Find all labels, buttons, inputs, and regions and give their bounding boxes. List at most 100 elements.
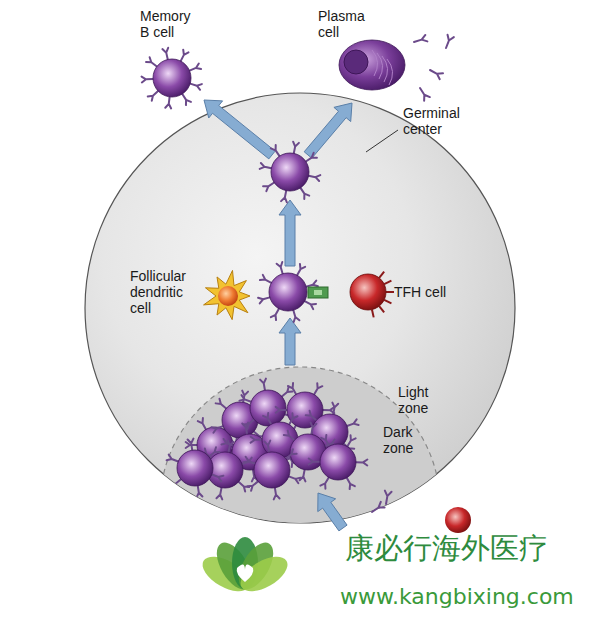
t-cell-receptor: [372, 310, 374, 318]
antibody: [260, 275, 271, 283]
cd40-contact: [314, 290, 322, 295]
antibody: [430, 70, 443, 79]
antibody: [228, 441, 234, 453]
cell-label: Memory B cell: [140, 8, 202, 40]
antibody: [274, 488, 280, 500]
antibody: [242, 458, 254, 464]
cell-label: Germinal center: [403, 105, 475, 137]
antibody: [263, 182, 274, 191]
antibody: [347, 419, 359, 426]
antibody: [293, 142, 299, 154]
flow-arrow: [279, 318, 301, 365]
antibody: [385, 491, 392, 504]
t-cell-receptor: [384, 281, 391, 284]
cell-label-box: Dark zone: [383, 424, 431, 458]
antibody: [288, 383, 296, 394]
b-cell: [254, 452, 290, 488]
tfh-cell: [350, 274, 386, 310]
b-cell: [269, 273, 307, 311]
antibody: [309, 175, 321, 181]
antibody: [181, 50, 189, 61]
antibody: [197, 486, 203, 498]
antibody: [209, 447, 220, 456]
b-cell: [153, 59, 191, 97]
antibody: [372, 502, 385, 512]
cd40-contact: [308, 287, 328, 298]
t-cell: [445, 507, 471, 533]
antibody: [142, 77, 153, 83]
endoplasmic-reticulum: [382, 56, 388, 82]
antibody: [271, 309, 279, 320]
antibody: [314, 383, 322, 394]
antibody: [216, 488, 222, 500]
antibody: [162, 48, 168, 60]
antibody: [260, 379, 266, 391]
antibody: [242, 423, 248, 435]
antibody: [306, 153, 317, 162]
flow-arrow: [304, 103, 352, 158]
logo-leaf: [235, 550, 293, 599]
antibody: [239, 395, 251, 402]
b-cell: [250, 390, 286, 426]
t-cell-receptor: [386, 291, 394, 293]
antibody: [167, 455, 179, 462]
t-cell-receptor: [379, 306, 384, 312]
antibody: [258, 297, 270, 303]
antibody: [286, 449, 297, 458]
cell-label: Follicular dendritic cell: [130, 268, 206, 316]
antibody: [284, 431, 295, 441]
flow-arrow: [279, 200, 301, 266]
leader-line: [366, 130, 398, 152]
antibody: [300, 470, 306, 482]
cell-label-box: Memory B cell: [140, 8, 202, 44]
antibody: [211, 426, 223, 433]
antibody: [347, 478, 355, 489]
nucleus: [344, 50, 368, 74]
antibody: [420, 88, 430, 101]
t-cell-receptor: [379, 272, 384, 278]
antibody: [293, 310, 299, 322]
zone-label: Light zone: [398, 384, 446, 416]
antibody: [289, 413, 297, 424]
flow-arrow: [318, 493, 347, 531]
endoplasmic-reticulum: [387, 59, 393, 85]
logo-heart: [237, 564, 254, 582]
antibody: [306, 281, 318, 287]
antibody: [446, 35, 454, 48]
antibody: [277, 262, 283, 274]
watermark: 康必行海外医疗: [345, 533, 610, 564]
cell-label-box: Plasma cell: [318, 8, 370, 44]
antibody: [148, 91, 158, 101]
antibody: [414, 35, 427, 42]
endoplasmic-reticulum: [377, 53, 383, 79]
antibody: [182, 94, 191, 105]
antibody: [356, 460, 367, 466]
antibody: [347, 435, 355, 446]
germinal-center-circle: [85, 93, 515, 523]
b-cell: [271, 153, 309, 191]
flow-arrow: [204, 100, 275, 159]
antibody: [170, 479, 181, 488]
antibody: [165, 97, 171, 109]
antibody: [190, 64, 202, 71]
cell-label: Dark zone: [383, 424, 431, 456]
antibody: [297, 264, 305, 275]
plasma-cell: [339, 40, 405, 90]
dendritic-cell-body: [204, 270, 250, 319]
antibody: [276, 407, 287, 413]
germinal-center: Germinal centerFollicular dendritic cell…: [85, 93, 515, 523]
antibody: [239, 482, 249, 492]
antibody: [300, 188, 309, 199]
antibody: [271, 145, 280, 156]
antibody: [281, 191, 287, 203]
antibody: [190, 84, 202, 90]
b-cell: [320, 444, 356, 480]
antibody: [212, 475, 224, 482]
cell-label: Plasma cell: [318, 8, 370, 40]
dendritic-cell-nucleus: [218, 286, 238, 306]
antibody: [321, 435, 329, 446]
antibody: [289, 476, 301, 483]
watermark: www.kangbixing.com: [340, 585, 612, 609]
antibody: [311, 423, 317, 435]
